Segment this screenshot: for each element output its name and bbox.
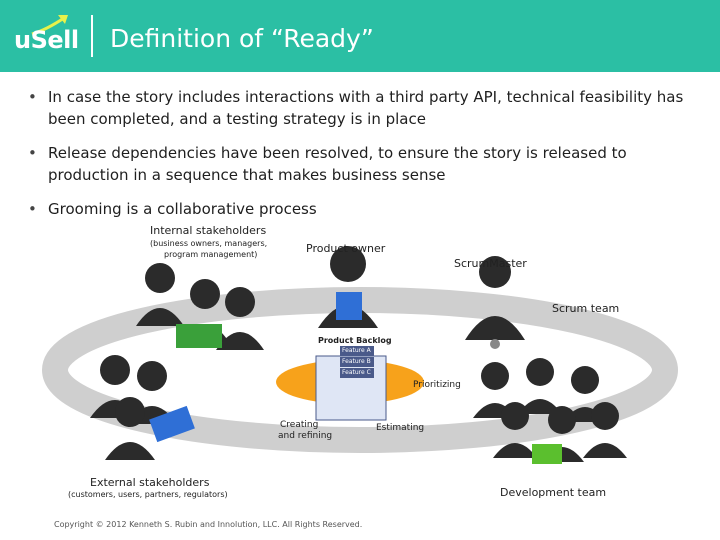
whistle-icon	[490, 339, 500, 349]
bullet-text: Release dependencies have been resolved,…	[48, 144, 627, 184]
scrum-master-icon	[465, 256, 525, 340]
header-divider	[91, 15, 93, 57]
bullet-item: • Release dependencies have been resolved…	[24, 142, 700, 186]
page-title: Definition of “Ready”	[110, 24, 374, 53]
bullet-dot-icon: •	[28, 144, 37, 162]
bullet-item: • In case the story includes interactions…	[24, 86, 700, 130]
cube-icon	[336, 292, 362, 320]
product-owner-label: Product owner	[306, 242, 386, 255]
prioritizing-label: Prioritizing	[413, 380, 461, 390]
header-bar: uSell Definition of “Ready”	[0, 0, 720, 72]
external-stakeholders-sublabel: (customers, users, partners, regulators)	[68, 490, 228, 499]
scrum-master-label: ScrumMaster	[454, 257, 527, 270]
refining-label: and refining	[278, 431, 333, 441]
feature-c-label: Feature C	[342, 369, 371, 376]
bullet-dot-icon: •	[28, 200, 37, 218]
internal-stakeholders-sublabel: program management)	[164, 250, 258, 259]
product-backlog-label: Product Backlog	[318, 336, 392, 345]
internal-stakeholders-sublabel: (business owners, managers,	[150, 239, 268, 248]
development-team-label: Development team	[500, 486, 607, 499]
logo: uSell	[14, 26, 79, 54]
copyright-text: Copyright © 2012 Kenneth S. Rubin and In…	[54, 520, 363, 529]
product-backlog-icon	[276, 346, 424, 421]
feature-b-label: Feature B	[342, 358, 371, 365]
external-stakeholders-group-icon	[90, 355, 177, 460]
creating-label: Creating	[280, 420, 319, 430]
bullet-list: • In case the story includes interactions…	[24, 86, 700, 232]
logo-arrow-icon	[31, 15, 68, 36]
estimating-label: Estimating	[376, 423, 425, 433]
laptop-icon	[149, 405, 195, 443]
diagram-graphic	[42, 246, 678, 464]
money-icon	[176, 324, 222, 348]
bullet-dot-icon: •	[28, 88, 37, 106]
bullet-text: In case the story includes interactions …	[48, 88, 684, 128]
scrum-team-label: Scrum team	[552, 302, 620, 315]
internal-stakeholders-label: Internal stakeholders	[150, 224, 267, 237]
grooming-diagram: Internal stakeholders (business owners, …	[40, 220, 680, 520]
bullet-text: Grooming is a collaborative process	[48, 200, 317, 218]
external-stakeholders-label: External stakeholders	[90, 476, 210, 489]
feature-a-label: Feature A	[342, 347, 371, 354]
bullet-item: • Grooming is a collaborative process	[24, 198, 700, 220]
cubes-icon	[532, 444, 562, 464]
